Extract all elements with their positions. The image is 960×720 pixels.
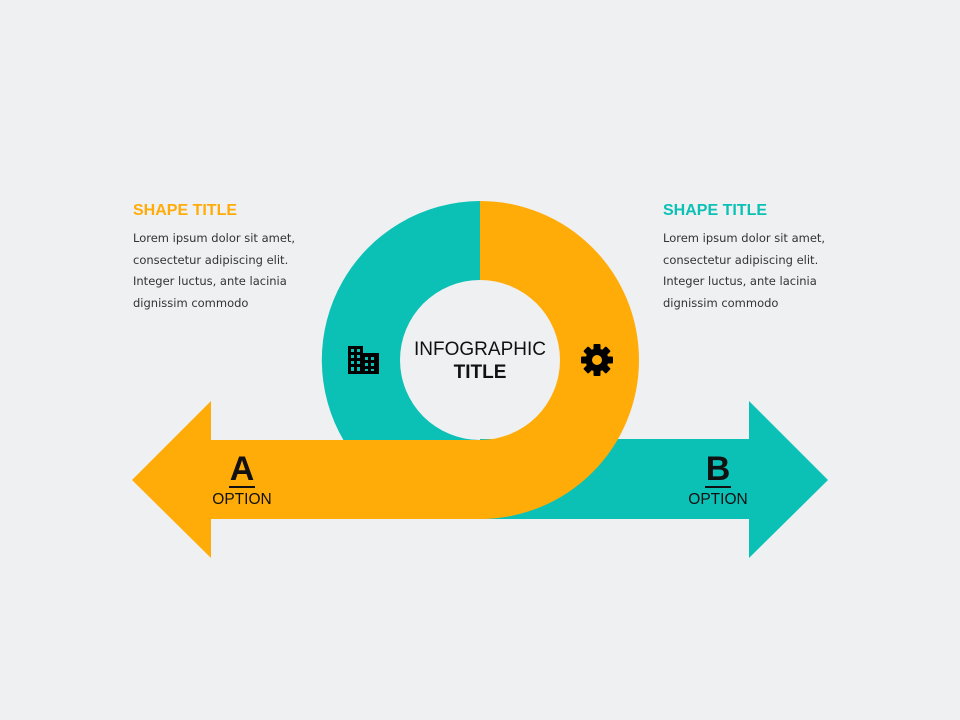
right-shape-title: SHAPE TITLE: [663, 202, 768, 219]
infographic-title: INFOGRAPHIC TITLE: [400, 338, 560, 384]
option-a-letter: A: [229, 450, 255, 488]
left-body-line: Integer luctus, ante lacinia: [133, 274, 287, 288]
right-shape-body: Lorem ipsum dolor sit amet, consectetur …: [663, 228, 843, 314]
infographic-title-line1: INFOGRAPHIC: [414, 339, 546, 360]
left-body-line: dignissim commodo: [133, 295, 249, 310]
orange-arrow-left: [132, 201, 639, 558]
right-body-line: Lorem ipsum dolor sit amet,: [663, 231, 826, 245]
building-icon: [348, 346, 379, 374]
option-b-letter: B: [705, 450, 731, 488]
option-a-label: A OPTION: [202, 452, 282, 510]
gear-icon: [581, 344, 613, 376]
option-b-word: OPTION: [688, 491, 748, 508]
right-body-line: consectetur adipiscing elit.: [663, 252, 819, 267]
left-shape-body: Lorem ipsum dolor sit amet, consectetur …: [133, 228, 313, 314]
infographic-title-line2: TITLE: [453, 362, 507, 383]
right-body-line: Integer luctus, ante lacinia: [663, 274, 817, 288]
option-a-word: OPTION: [212, 491, 272, 508]
left-body-line: consectetur adipiscing elit.: [133, 252, 289, 267]
left-text-block: SHAPE TITLE Lorem ipsum dolor sit amet, …: [133, 202, 313, 314]
teal-ring-half: [321, 201, 480, 441]
left-shape-title: SHAPE TITLE: [133, 202, 238, 219]
option-a-underline: [229, 486, 255, 488]
option-b-label: B OPTION: [678, 452, 758, 510]
right-text-block: SHAPE TITLE Lorem ipsum dolor sit amet, …: [663, 202, 843, 314]
option-b-underline: [705, 486, 731, 488]
left-body-line: Lorem ipsum dolor sit amet,: [133, 231, 296, 245]
right-body-line: dignissim commodo: [663, 295, 779, 310]
